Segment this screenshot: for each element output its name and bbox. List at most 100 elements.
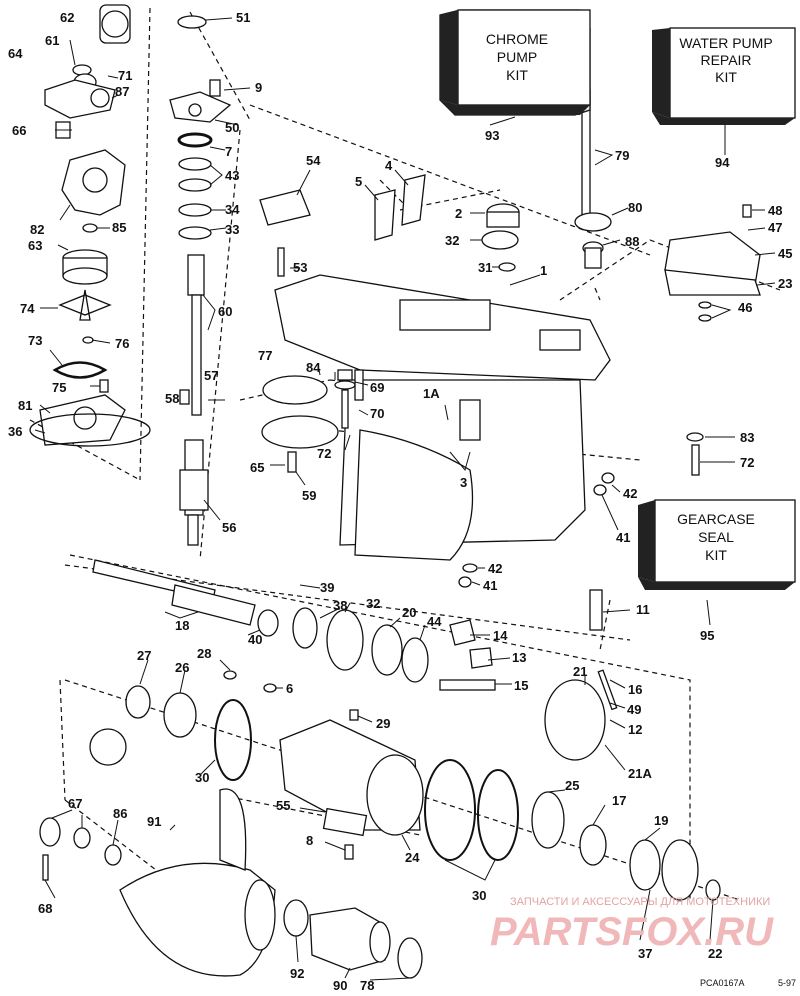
diagram-code: PCA0167A: [700, 978, 745, 988]
callout-47: 47: [768, 220, 782, 235]
callout-31: 31: [478, 260, 492, 275]
callout-83: 83: [740, 430, 754, 445]
callout-64: 64: [8, 46, 23, 61]
shift-parts: [261, 369, 603, 631]
callout-62: 62: [60, 10, 74, 25]
watermark-brand: PARTSFOX.RU: [490, 910, 774, 954]
callout-8: 8: [306, 833, 313, 848]
callout-51: 51: [236, 10, 250, 25]
kit-seal-line1: GEARCASE: [677, 511, 755, 527]
callout-11: 11: [636, 602, 650, 617]
callout-14: 14: [493, 628, 508, 643]
callout-2: 2: [455, 206, 462, 221]
kit-chrome-line2: PUMP: [497, 49, 537, 65]
callout-90: 90: [333, 978, 347, 991]
callout-16: 16: [628, 682, 642, 697]
callout-48: 48: [768, 203, 782, 218]
kit-water-line1: WATER PUMP: [679, 35, 772, 51]
callout-46: 46: [738, 300, 752, 315]
callout-1: 1: [540, 263, 547, 278]
callout-17: 17: [612, 793, 626, 808]
callout-42b: 42: [488, 561, 502, 576]
kit-boxes: CHROME PUMP KIT WATER PUMP REPAIR KIT GE…: [439, 9, 796, 590]
callout-60: 60: [218, 304, 232, 319]
callout-36: 36: [8, 424, 22, 439]
callout-30: 30: [195, 770, 209, 785]
callout-49: 49: [627, 702, 641, 717]
callout-43: 43: [225, 168, 239, 183]
callout-12: 12: [628, 722, 642, 737]
callout-66: 66: [12, 123, 26, 138]
upper-waterpump-parts: [29, 4, 207, 447]
gearcase-housing: [259, 174, 611, 561]
callout-38: 38: [333, 598, 347, 613]
callout-29: 29: [376, 716, 390, 731]
callout-85: 85: [112, 220, 126, 235]
callout-18: 18: [175, 618, 189, 633]
waterpump-right-parts: [458, 89, 761, 588]
callout-44: 44: [427, 614, 442, 629]
callout-30b: 30: [472, 888, 486, 903]
kit-water-line2: REPAIR: [700, 52, 751, 68]
kit-box-water-pump: WATER PUMP REPAIR KIT: [652, 27, 796, 125]
callout-75: 75: [52, 380, 66, 395]
callout-79: 79: [615, 148, 629, 163]
callout-23: 23: [778, 276, 792, 291]
callout-37: 37: [638, 946, 652, 961]
callout-21: 21: [573, 664, 587, 679]
callout-7: 7: [225, 144, 232, 159]
callout-26: 26: [175, 660, 189, 675]
propshaft-gear-parts: [89, 559, 721, 901]
leader-lines: [34, 17, 776, 981]
callout-32: 32: [445, 233, 459, 248]
callout-77: 77: [258, 348, 272, 363]
callout-55: 55: [276, 798, 290, 813]
callout-15: 15: [514, 678, 528, 693]
callout-74: 74: [20, 301, 35, 316]
callout-94: 94: [715, 155, 730, 170]
callout-21a: 21A: [628, 766, 652, 781]
callout-53: 53: [293, 260, 307, 275]
callout-73: 73: [28, 333, 42, 348]
callout-76: 76: [115, 336, 129, 351]
callout-22: 22: [708, 946, 722, 961]
kit-box-gearcase-seal: GEARCASE SEAL KIT: [638, 499, 796, 590]
callout-33: 33: [225, 222, 239, 237]
callout-19: 19: [654, 813, 668, 828]
callout-41: 41: [616, 530, 630, 545]
kit-chrome-line1: CHROME: [486, 31, 548, 47]
callout-82: 82: [30, 222, 44, 237]
callout-67: 67: [68, 796, 82, 811]
kit-seal-line3: KIT: [705, 547, 727, 563]
callout-72: 72: [317, 446, 331, 461]
callout-50: 50: [225, 120, 239, 135]
callout-32b: 32: [366, 596, 380, 611]
callout-87: 87: [115, 84, 129, 99]
callout-41b: 41: [483, 578, 497, 593]
callout-81: 81: [18, 398, 32, 413]
callout-84: 84: [306, 360, 321, 375]
kit-chrome-line3: KIT: [506, 67, 528, 83]
callout-58: 58: [165, 391, 179, 406]
callout-4: 4: [385, 158, 393, 173]
callout-54: 54: [306, 153, 321, 168]
callout-91: 91: [147, 814, 161, 829]
callout-34: 34: [225, 202, 240, 217]
callout-3: 3: [460, 475, 467, 490]
kit-seal-line2: SEAL: [698, 529, 734, 545]
callout-57: 57: [204, 368, 218, 383]
callout-56: 56: [222, 520, 236, 535]
callout-45: 45: [778, 246, 792, 261]
propeller-parts: [39, 788, 423, 979]
callout-42: 42: [623, 486, 637, 501]
diagram-revision: 5-97: [778, 978, 796, 988]
callout-20: 20: [402, 605, 416, 620]
callout-93: 93: [485, 128, 499, 143]
callout-61: 61: [45, 33, 59, 48]
watermark-tagline: ЗАПЧАСТИ И АКСЕССУАРЫ ДЛЯ МОТОТЕХНИКИ: [510, 896, 770, 908]
callout-95: 95: [700, 628, 714, 643]
callout-59: 59: [302, 488, 316, 503]
callout-1a: 1A: [423, 386, 440, 401]
